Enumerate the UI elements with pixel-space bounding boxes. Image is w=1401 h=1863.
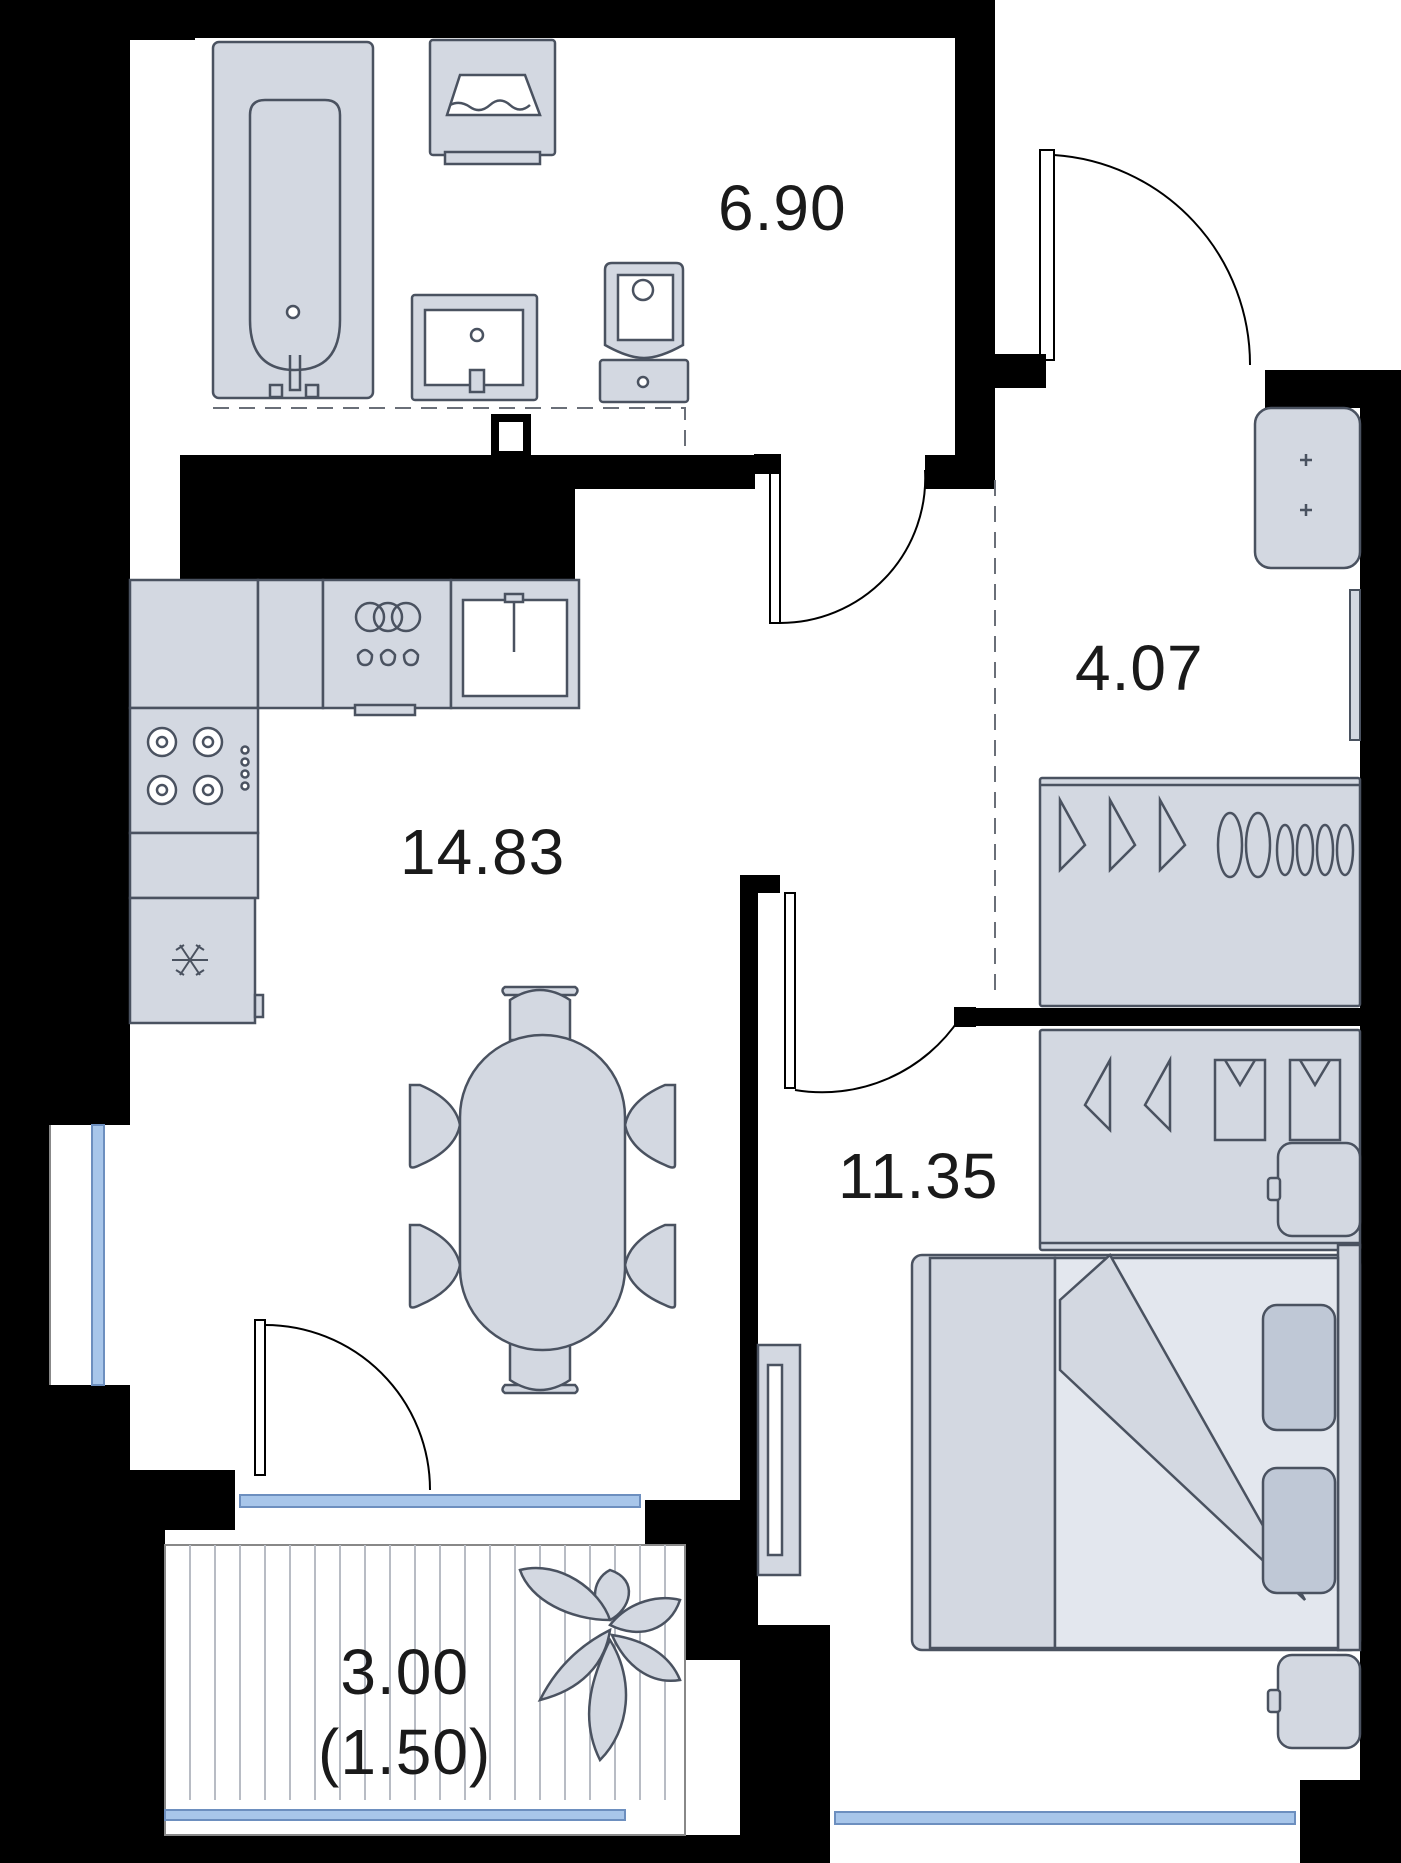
left-window xyxy=(49,1124,130,1386)
outer-wall-right xyxy=(1360,370,1401,1863)
bathroom-area-label: 6.90 xyxy=(718,172,847,244)
shaft-wall xyxy=(180,455,575,580)
bottom-strip xyxy=(165,1835,805,1863)
nightstands xyxy=(1266,1141,1362,1750)
bedroom-desk-icon xyxy=(756,1343,802,1577)
kitchen-bedroom-wall xyxy=(740,875,758,1625)
cooktop-icon xyxy=(128,706,260,835)
hall-wardrobe-icon xyxy=(1038,776,1362,1008)
balcony-area-reduced: (1.50) xyxy=(318,1716,492,1788)
kitchen-counter xyxy=(128,578,581,1025)
bedroom-door xyxy=(784,892,976,1094)
bedroom-area-label: 11.35 xyxy=(838,1140,999,1212)
bottom-wall-bedroom xyxy=(740,1625,830,1863)
nightstand-top-icon xyxy=(1276,1141,1362,1238)
dishwasher-icon xyxy=(321,578,453,710)
hall-area-label: 4.07 xyxy=(1075,632,1204,704)
balcony-area-label: 3.00 (1.50) xyxy=(318,1632,491,1792)
bottom-wall-right xyxy=(1300,1780,1401,1863)
bathroom-top-wall xyxy=(195,0,995,38)
bathroom-door xyxy=(754,454,927,625)
dining-table-icon xyxy=(408,985,677,1395)
plant-icon xyxy=(518,1566,682,1763)
balcony-door xyxy=(254,1319,431,1491)
hall-mirror xyxy=(1349,589,1361,741)
bathroom-fixtures xyxy=(211,38,690,459)
kitchen-living-area-label: 14.83 xyxy=(400,816,566,888)
bed-icon xyxy=(910,1243,1362,1652)
hall-bedroom-wall xyxy=(975,1008,1365,1026)
nightstand-bottom-icon xyxy=(1276,1653,1362,1750)
outer-wall-right-top xyxy=(1265,370,1401,408)
entrance-door xyxy=(994,149,1252,388)
bedroom-window xyxy=(830,1785,1300,1835)
hall-pouf-icon xyxy=(1253,406,1362,570)
kitchen-balcony-window xyxy=(235,1470,645,1510)
bathroom-right-wall xyxy=(955,0,995,460)
kitchen-bedroom-wall-top xyxy=(740,875,780,893)
balcony-area: 3.00 xyxy=(340,1636,469,1708)
bathroom-bottom-wall-right xyxy=(925,455,995,489)
bottom-wall-left xyxy=(0,1530,165,1863)
